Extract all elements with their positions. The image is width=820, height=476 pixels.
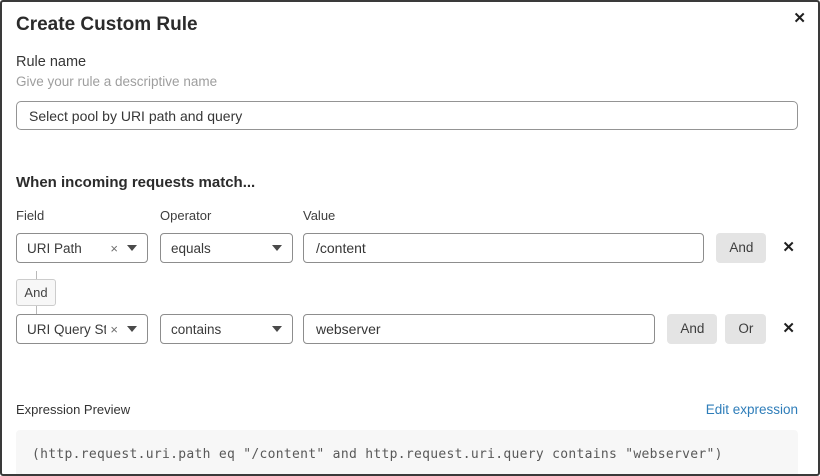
match-row-1: URI Path × equals And ✕ [16,233,798,263]
close-icon[interactable]: ✕ [793,10,806,27]
expression-preview-label: Expression Preview [16,402,131,417]
add-and-condition-button-1[interactable]: And [716,233,767,263]
clear-field-icon[interactable]: × [110,321,118,337]
field-select-2[interactable]: URI Query St... × [16,314,148,344]
add-or-condition-button-2[interactable]: Or [725,314,767,344]
dialog-title: Create Custom Rule [16,14,198,35]
field-select-1-value: URI Path [27,240,82,256]
connector-block: And [16,271,798,314]
expression-preview-code: (http.request.uri.path eq "/content" and… [16,430,798,474]
operator-select-1-value: equals [171,240,211,256]
operator-select-1[interactable]: equals [160,233,293,263]
operator-select-2[interactable]: contains [160,314,293,344]
remove-row-icon-2[interactable]: ✕ [782,320,795,337]
clear-field-icon[interactable]: × [110,240,118,256]
connector-line-bottom [36,306,37,314]
column-labels-row: Field Operator Value [16,208,798,223]
operator-column-label: Operator [160,208,212,223]
value-input-2[interactable] [303,314,656,344]
match-heading: When incoming requests match... [16,174,256,191]
chevron-down-icon [127,326,137,332]
field-select-2-value: URI Query St... [27,321,107,337]
chevron-down-icon [272,326,282,332]
rule-name-hint: Give your rule a descriptive name [16,74,218,89]
and-connector-badge: And [16,279,56,306]
add-and-condition-button-2[interactable]: And [667,314,718,344]
remove-row-icon-1[interactable]: ✕ [782,239,795,256]
rule-name-input[interactable] [16,101,798,130]
chevron-down-icon [127,245,137,251]
connector-line-top [36,271,37,279]
value-column-label: Value [303,208,336,223]
match-row-2: URI Query St... × contains And Or ✕ [16,314,798,344]
field-column-label: Field [16,208,45,223]
edit-expression-link[interactable]: Edit expression [705,402,798,417]
value-input-1[interactable] [303,233,705,263]
rule-name-label: Rule name [16,54,87,70]
chevron-down-icon [272,245,282,251]
field-select-1[interactable]: URI Path × [16,233,148,263]
operator-select-2-value: contains [171,321,222,337]
expression-preview-header: Expression Preview Edit expression [16,402,798,418]
